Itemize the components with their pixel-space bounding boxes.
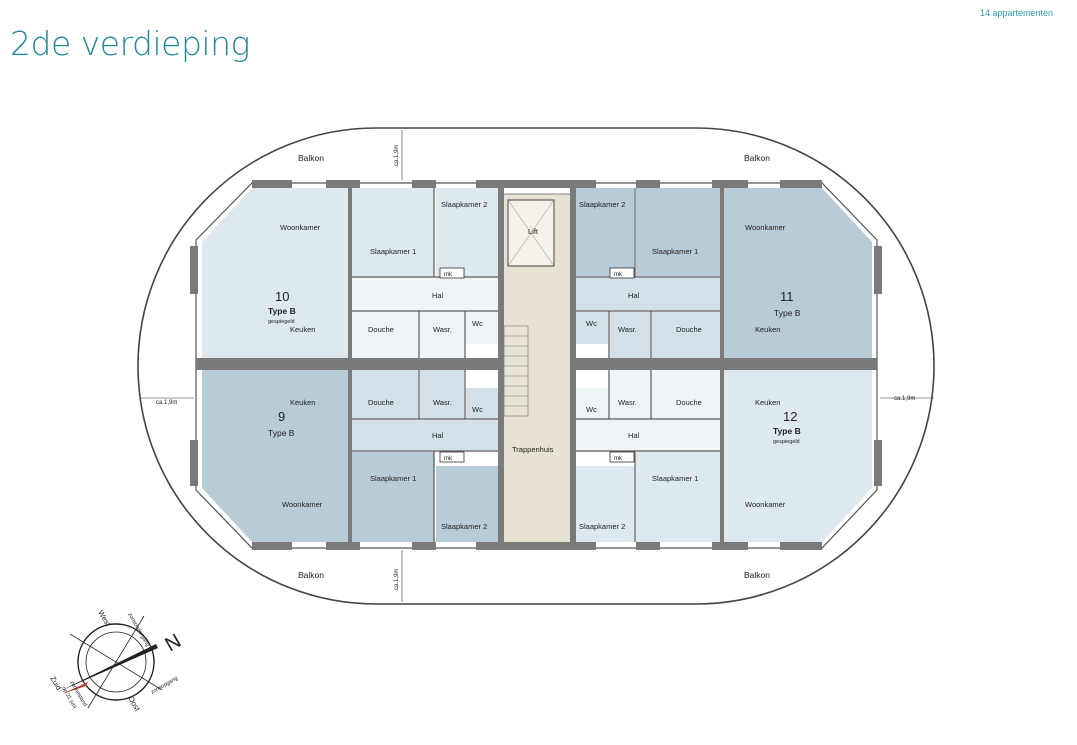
- room-label: Douche: [676, 398, 702, 407]
- balkon-label-bl: Balkon: [298, 570, 324, 580]
- wc-9: [466, 388, 498, 418]
- balkon-label-tl: Balkon: [298, 153, 324, 163]
- dim-right: ca.1,9m: [894, 396, 915, 402]
- room-label: Woonkamer: [745, 223, 786, 232]
- apartment-number: 10: [275, 289, 289, 304]
- slaapkamer2-10: [436, 188, 498, 276]
- slaapkamer1-10: [352, 188, 434, 276]
- room-label: Woonkamer: [745, 500, 786, 509]
- walls: [190, 180, 882, 550]
- lift-label: Lift: [528, 227, 539, 236]
- room-label: Woonkamer: [280, 223, 321, 232]
- compass-rose: [58, 615, 163, 709]
- douche-10: [352, 312, 418, 358]
- slaapkamer2-9: [436, 466, 498, 542]
- apartment-number: 12: [783, 409, 797, 424]
- room-label: Hal: [432, 431, 444, 440]
- room-label: Woonkamer: [282, 500, 323, 509]
- douche-11: [652, 312, 720, 358]
- woonkamer-9: [202, 370, 350, 542]
- wc-10: [466, 312, 498, 344]
- dim-bottom: ca.1,9m: [394, 569, 400, 590]
- apartment-type: Type B: [268, 306, 296, 316]
- hal-10: [352, 278, 498, 310]
- room-label: Keuken: [755, 325, 780, 334]
- room-label: mk: [614, 272, 623, 278]
- room-label: Slaapkamer 2: [579, 522, 625, 531]
- sun-needle-icon: [58, 644, 158, 692]
- room-label: Slaapkamer 1: [370, 247, 416, 256]
- wasr-9: [420, 370, 464, 418]
- slaapkamer2-12: [576, 466, 634, 542]
- room-label: mk: [614, 456, 623, 462]
- room-label: Wc: [586, 405, 597, 414]
- room-label: Slaapkamer 1: [370, 474, 416, 483]
- wc-12: [576, 388, 608, 418]
- slaapkamer1-9: [352, 452, 434, 542]
- hal-12: [576, 420, 720, 450]
- compass-west: West: [96, 609, 113, 629]
- slaapkamer1-11: [636, 188, 720, 276]
- room-label: Hal: [628, 291, 640, 300]
- room-label: Douche: [368, 325, 394, 334]
- douche-9: [352, 370, 418, 418]
- room-label: Wc: [586, 319, 597, 328]
- apartment-type: Type B: [774, 308, 801, 318]
- wasr-12: [610, 370, 650, 418]
- room-label: Slaapkamer 2: [441, 522, 487, 531]
- room-label: Slaapkamer 2: [441, 200, 487, 209]
- page-title: 2de verdieping: [10, 24, 250, 63]
- dim-top: ca.1,9m: [394, 145, 400, 166]
- room-label: mk: [444, 272, 453, 278]
- wasr-11: [610, 312, 650, 358]
- woonkamer-12: [722, 370, 872, 542]
- room-label: Slaapkamer 2: [579, 200, 625, 209]
- slaapkamer1-12: [636, 452, 720, 542]
- room-label: Wasr.: [618, 325, 637, 334]
- balkon-label-tr: Balkon: [744, 153, 770, 163]
- wasr-10: [420, 312, 464, 358]
- room-label: Douche: [368, 398, 394, 407]
- compass-north: N: [162, 630, 186, 656]
- room-label: Wasr.: [433, 325, 452, 334]
- dim-left: ca.1,9m: [156, 400, 177, 406]
- compass-oost: Oost: [126, 695, 142, 714]
- room-label: Slaapkamer 1: [652, 474, 698, 483]
- room-label: Hal: [628, 431, 640, 440]
- room-label: Wc: [472, 405, 483, 414]
- room-label: Keuken: [290, 398, 315, 407]
- room-label: mk: [444, 456, 453, 462]
- hal-11: [576, 278, 720, 310]
- balkon-label-br: Balkon: [744, 570, 770, 580]
- room-label: Wc: [472, 319, 483, 328]
- slaapkamer2-11: [576, 188, 634, 276]
- douche-12: [652, 370, 720, 418]
- room-label: Slaapkamer 1: [652, 247, 698, 256]
- woonkamer-11: [722, 188, 872, 358]
- apartment-number: 11: [780, 289, 794, 304]
- apartment-type: Type B: [268, 428, 295, 438]
- room-label: Wasr.: [433, 398, 452, 407]
- room-label: Douche: [676, 325, 702, 334]
- hal-9: [352, 420, 498, 450]
- apartment-note: gespiegeld: [773, 439, 800, 445]
- trappenhuis-label: Trappenhuis: [512, 445, 554, 454]
- apartment-number: 9: [278, 409, 285, 424]
- apartment-note: gespiegeld: [268, 319, 295, 325]
- woonkamer-10: [202, 188, 350, 358]
- wc-11: [576, 312, 608, 344]
- apartment-count: 14 appartementen: [979, 8, 1053, 18]
- room-label: Hal: [432, 291, 444, 300]
- room-label: Wasr.: [618, 398, 637, 407]
- room-label: Keuken: [755, 398, 780, 407]
- inner-walls: [352, 188, 720, 542]
- apartment-type: Type B: [773, 426, 801, 436]
- room-label: Keuken: [290, 325, 315, 334]
